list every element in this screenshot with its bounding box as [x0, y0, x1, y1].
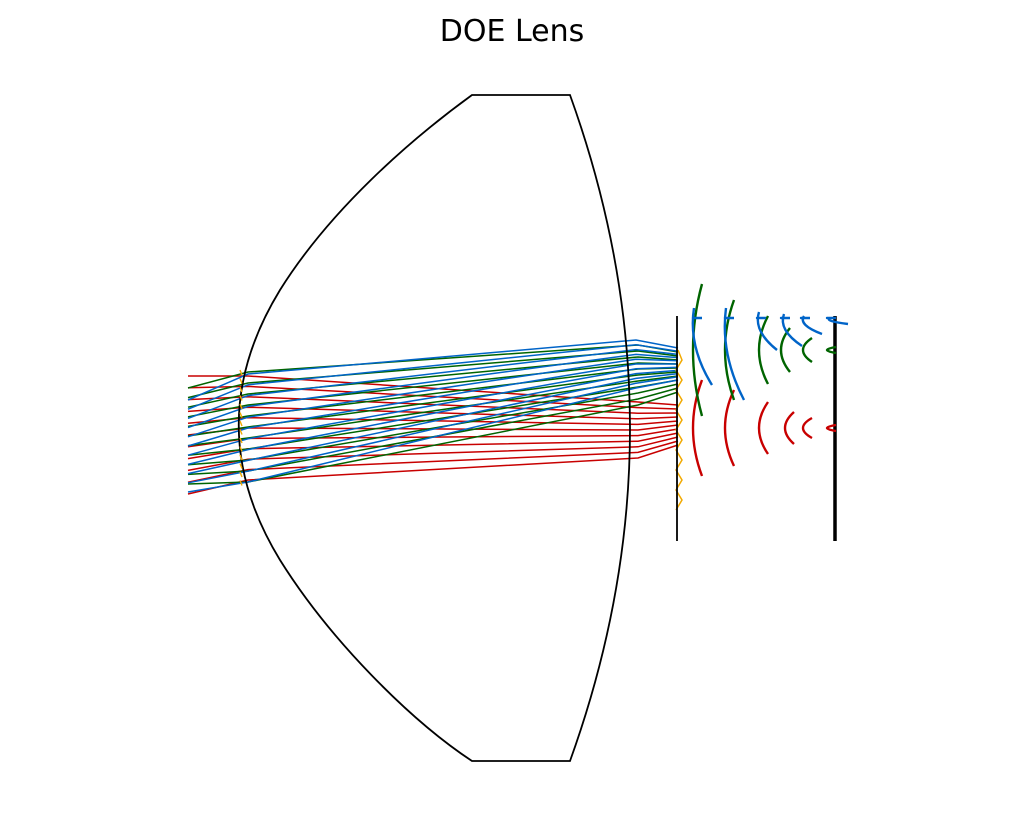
blue-wavefront	[801, 315, 823, 336]
blue-beam-ray	[187, 358, 679, 438]
red-beam-ray	[187, 416, 679, 426]
input-doe-mark	[239, 437, 243, 444]
input-doe-mark	[239, 412, 243, 418]
input-doe-mark	[239, 386, 243, 393]
red-beam-ray	[187, 406, 679, 420]
input-doe-mark	[239, 454, 243, 461]
red-wavefront	[757, 401, 769, 455]
blue-beam-ray	[187, 366, 679, 456]
output-doe-profile	[675, 349, 683, 511]
red-beam-ray	[187, 396, 679, 414]
red-wavefront	[801, 416, 813, 440]
blue-wavefront	[756, 311, 778, 351]
ray-bundles	[187, 339, 679, 495]
red-wavefront	[825, 423, 837, 433]
screens	[676, 316, 837, 541]
green-wavefront	[691, 283, 704, 417]
green-beam-ray	[187, 371, 679, 437]
green-wavefront	[801, 337, 813, 363]
red-beam-ray	[188, 375, 679, 406]
red-beam-ray	[187, 436, 679, 472]
blue-beam-ray	[187, 372, 679, 475]
red-beam-ray	[187, 432, 679, 460]
input-doe-mark	[239, 471, 243, 478]
red-beam-ray	[187, 428, 679, 448]
lens-outline	[237, 94, 631, 762]
blue-beam-ray	[187, 353, 679, 429]
blue-wavefront	[723, 307, 746, 401]
red-wavefront	[723, 389, 736, 467]
green-beam-ray	[187, 356, 679, 408]
red-wavefront	[691, 379, 704, 477]
input-doe-mark	[239, 480, 243, 486]
wavefronts	[691, 283, 849, 477]
blue-wavefront	[827, 316, 849, 326]
blue-beam-ray	[187, 376, 679, 484]
input-doe-mark	[239, 446, 243, 452]
doe-elements	[239, 349, 683, 511]
input-doe-mark	[239, 420, 243, 427]
input-doe-mark	[239, 463, 243, 469]
blue-beam-ray	[187, 348, 679, 420]
input-doe-mark	[239, 395, 243, 401]
blue-wavefront	[691, 307, 714, 386]
green-wavefront	[723, 299, 736, 401]
red-wavefront	[783, 411, 795, 445]
green-wavefront	[757, 315, 770, 385]
green-beam-ray	[187, 391, 679, 485]
blue-beam-ray	[187, 379, 679, 493]
green-wavefront	[825, 345, 837, 355]
lens-body	[237, 94, 631, 762]
green-beam-ray	[187, 350, 679, 399]
input-doe-mark	[239, 369, 243, 376]
diagram-title: DOE Lens	[439, 14, 585, 49]
input-doe-mark	[239, 429, 243, 435]
blue-beam-ray	[187, 344, 679, 410]
blue-beam-ray	[187, 363, 678, 447]
blue-beam-ray	[187, 339, 679, 401]
input-doe-mark	[239, 378, 243, 384]
blue-wavefront	[781, 313, 803, 347]
red-beam-ray	[187, 440, 679, 483]
input-doe-mark	[239, 403, 243, 410]
blue-beam-ray	[187, 369, 679, 466]
green-beam-ray	[187, 375, 679, 447]
